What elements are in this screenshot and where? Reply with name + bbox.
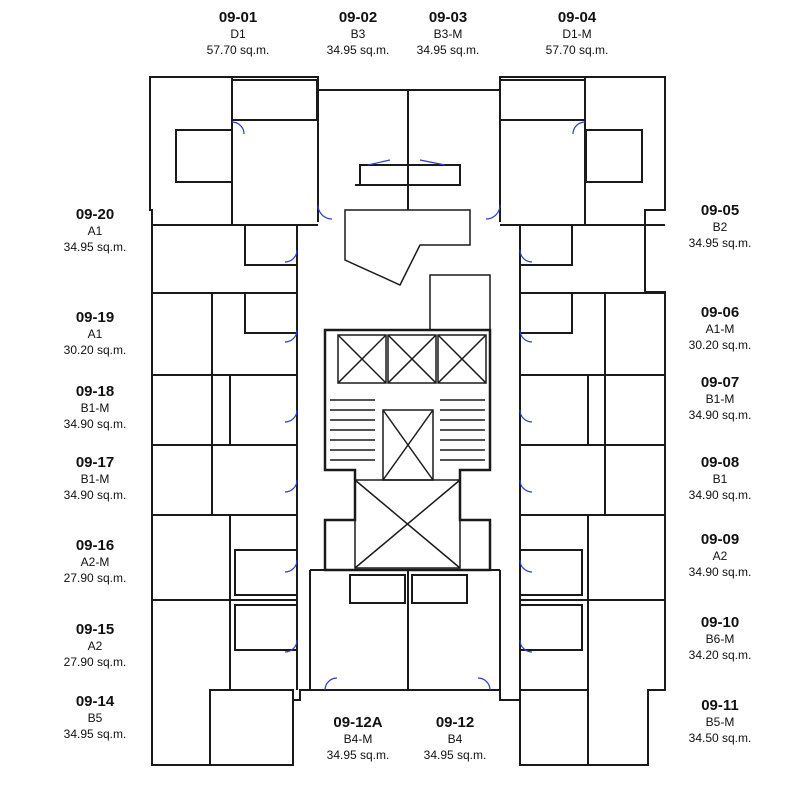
unit-area: 57.70 sq.m. [545,43,609,57]
unit-area: 34.95 sq.m. [63,240,127,254]
unit-type: A2-M [80,555,110,569]
unit-area: 34.90 sq.m. [63,417,127,431]
unit-number: 09-12A [333,714,383,731]
unit-type: B2 [712,220,728,234]
unit-label-09-16: 09-16 A2-M 27.90 sq.m. [40,538,150,586]
unit-type: A2 [87,639,103,653]
unit-label-09-05: 09-05 B2 34.95 sq.m. [665,203,775,251]
unit-label-09-18: 09-18 B1-M 34.90 sq.m. [40,384,150,432]
unit-number: 09-10 [700,614,740,631]
unit-type: B4 [447,732,463,746]
unit-area: 30.20 sq.m. [63,343,127,357]
unit-area: 57.70 sq.m. [206,43,270,57]
unit-type: B3 [350,27,366,41]
unit-area: 34.90 sq.m. [688,488,752,502]
unit-area: 27.90 sq.m. [63,655,127,669]
unit-number: 09-03 [428,9,468,26]
unit-number: 09-17 [75,454,115,471]
unit-label-09-15: 09-15 A2 27.90 sq.m. [40,622,150,670]
unit-area: 34.95 sq.m. [688,236,752,250]
unit-area: 34.95 sq.m. [63,727,127,741]
unit-label-09-03: 09-03 B3-M 34.95 sq.m. [393,10,503,58]
unit-label-09-07: 09-07 B1-M 34.90 sq.m. [665,375,775,423]
unit-label-09-08: 09-08 B1 34.90 sq.m. [665,455,775,503]
unit-label-09-11: 09-11 B5-M 34.50 sq.m. [665,698,775,746]
unit-area: 34.95 sq.m. [423,748,487,762]
unit-type: B1 [712,472,728,486]
unit-label-09-01: 09-01 D1 57.70 sq.m. [183,10,293,58]
unit-label-09-09: 09-09 A2 34.90 sq.m. [665,532,775,580]
unit-label-09-06: 09-06 A1-M 30.20 sq.m. [665,305,775,353]
unit-area: 27.90 sq.m. [63,571,127,585]
unit-area: 34.20 sq.m. [688,648,752,662]
unit-type: B1-M [705,392,735,406]
unit-number: 09-15 [75,621,115,638]
unit-number: 09-16 [75,537,115,554]
unit-area: 34.95 sq.m. [326,748,390,762]
unit-area: 34.95 sq.m. [326,43,390,57]
unit-number: 09-18 [75,383,115,400]
unit-type: B1-M [80,401,110,415]
unit-type: D1 [230,27,246,41]
unit-type: A1 [87,224,103,238]
unit-label-09-12: 09-12 B4 34.95 sq.m. [400,715,510,763]
unit-number: 09-14 [75,693,115,710]
unit-number: 09-04 [557,9,597,26]
unit-label-09-12A: 09-12A B4-M 34.95 sq.m. [303,715,413,763]
unit-number: 09-02 [338,9,378,26]
unit-number: 09-12 [435,714,475,731]
unit-area: 34.50 sq.m. [688,731,752,745]
unit-type: A2 [712,549,728,563]
unit-label-09-20: 09-20 A1 34.95 sq.m. [40,207,150,255]
unit-type: A1-M [705,322,735,336]
unit-label-09-14: 09-14 B5 34.95 sq.m. [40,694,150,742]
unit-label-09-04: 09-04 D1-M 57.70 sq.m. [522,10,632,58]
unit-number: 09-20 [75,206,115,223]
unit-area: 34.95 sq.m. [416,43,480,57]
unit-number: 09-19 [75,309,115,326]
unit-label-09-17: 09-17 B1-M 34.90 sq.m. [40,455,150,503]
unit-label-09-10: 09-10 B6-M 34.20 sq.m. [665,615,775,663]
unit-number: 09-01 [218,9,258,26]
unit-area: 34.90 sq.m. [688,565,752,579]
unit-type: B5 [87,711,103,725]
unit-label-09-02: 09-02 B3 34.95 sq.m. [303,10,413,58]
unit-number: 09-06 [700,304,740,321]
unit-type: B4-M [343,732,373,746]
wall-lines [149,76,666,766]
unit-type: B5-M [705,715,735,729]
door-swings [231,121,586,691]
unit-type: B6-M [705,632,735,646]
unit-number: 09-09 [700,531,740,548]
unit-label-09-19: 09-19 A1 30.20 sq.m. [40,310,150,358]
unit-number: 09-07 [700,374,740,391]
unit-number: 09-11 [701,697,739,714]
unit-area: 34.90 sq.m. [688,408,752,422]
unit-type: A1 [87,327,103,341]
core [323,209,492,572]
unit-number: 09-05 [700,202,740,219]
unit-area: 30.20 sq.m. [688,338,752,352]
unit-type: D1-M [562,27,592,41]
unit-area: 34.90 sq.m. [63,488,127,502]
unit-type: B3-M [433,27,463,41]
unit-type: B1-M [80,472,110,486]
unit-number: 09-08 [700,454,740,471]
